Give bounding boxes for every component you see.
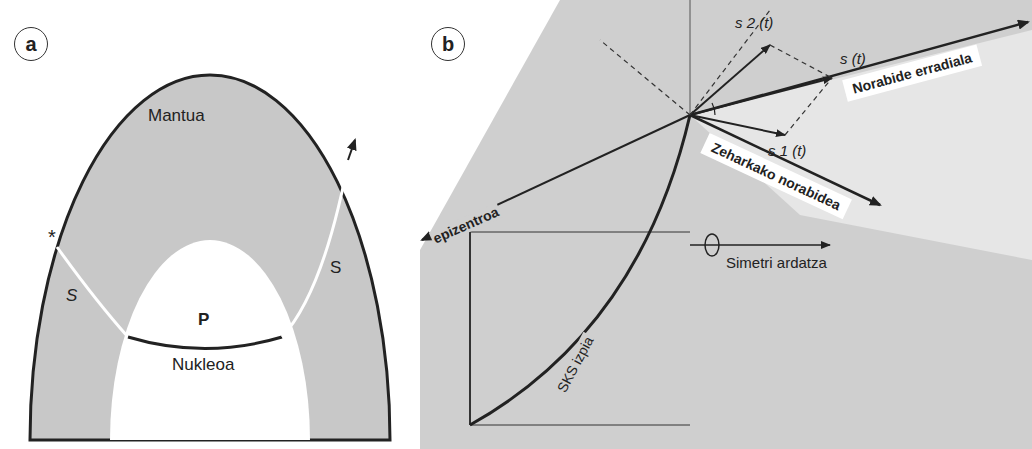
diagram-label: s 1 (t) bbox=[768, 142, 806, 159]
anisotropy-geometry bbox=[420, 0, 1032, 449]
node-text: b bbox=[442, 33, 454, 56]
diagram-label: s 2 (t) bbox=[735, 14, 773, 31]
panel-letter: b bbox=[431, 27, 465, 61]
diagram-label: s (t) bbox=[840, 50, 866, 67]
diagram-label: Nukleoa bbox=[172, 355, 234, 375]
node-text: a bbox=[25, 33, 36, 56]
diagram-label: S bbox=[66, 286, 77, 306]
diagram-label: Mantua bbox=[148, 106, 205, 126]
diagram-label: Simetri ardatza bbox=[726, 254, 827, 271]
panel-letter: a bbox=[14, 27, 48, 61]
diagram-label: P bbox=[198, 310, 209, 330]
diagram-label: S bbox=[330, 258, 341, 278]
diagram-label: * bbox=[48, 226, 56, 249]
earth-section bbox=[30, 75, 390, 440]
